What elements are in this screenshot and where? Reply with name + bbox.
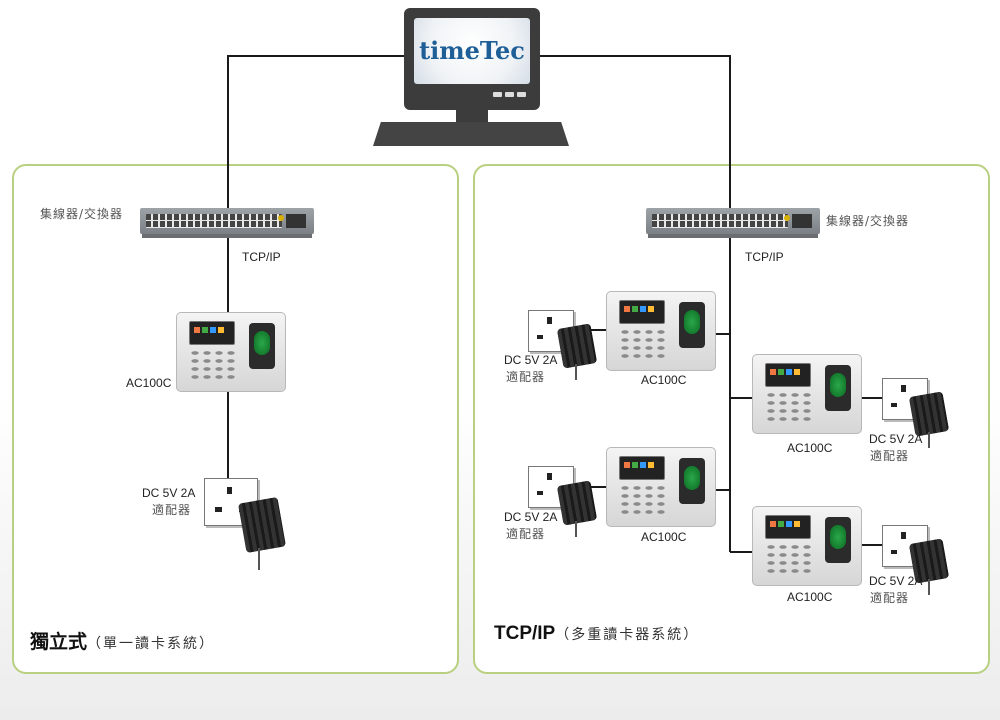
device-3-label: AC100C [641, 530, 687, 544]
left-terminal-device [176, 312, 286, 392]
power-1-label-cjk: 適配器 [506, 370, 546, 384]
monitor-buttons-icon [490, 84, 526, 102]
right-switch-label: 集線器/交換器 [826, 214, 910, 228]
left-network-switch-icon [140, 208, 314, 234]
terminal-device-4 [752, 506, 862, 586]
adapter-1-cable [575, 364, 577, 380]
device-4-label: AC100C [787, 590, 833, 604]
standalone-panel [12, 164, 459, 674]
left-subtitle: （單一讀卡系統） [87, 636, 216, 652]
brand-logo: timeTec [419, 36, 525, 65]
fingerprint-sensor-icon [825, 365, 851, 411]
left-tcpip-label: TCP/IP [242, 250, 281, 264]
left-adapter-cable [258, 548, 260, 570]
right-title-text: TCP/IP [494, 623, 556, 644]
adapter-2-cable [928, 432, 930, 448]
terminal-device-1 [606, 291, 716, 371]
fingerprint-sensor-icon [825, 517, 851, 563]
power-2-label-cjk: 適配器 [870, 449, 910, 463]
device-2-label: AC100C [787, 441, 833, 455]
right-network-switch-icon [646, 208, 820, 234]
monitor-stand [456, 110, 488, 124]
fingerprint-sensor-icon [679, 458, 705, 504]
left-power-label: DC 5V 2A [142, 486, 196, 500]
keyboard-icon [373, 122, 569, 146]
left-power-adapter-icon [237, 496, 287, 554]
power-1-label: DC 5V 2A [504, 353, 558, 367]
adapter-4-cable [928, 579, 930, 595]
left-switch-label: 集線器/交換器 [40, 207, 124, 221]
monitor-screen: timeTec [414, 18, 530, 84]
terminal-device-2 [752, 354, 862, 434]
server-to-right-switch-wire [540, 55, 731, 212]
power-4-label: DC 5V 2A [869, 574, 923, 588]
power-2-label: DC 5V 2A [869, 432, 923, 446]
left-power-label-cjk: 適配器 [152, 503, 192, 517]
right-subtitle: （多重讀卡器系統） [555, 627, 700, 643]
power-adapter-1-icon [556, 323, 598, 369]
power-adapter-3-icon [556, 480, 598, 526]
power-3-label-cjk: 適配器 [506, 527, 546, 541]
fingerprint-sensor-icon [679, 302, 705, 348]
right-tcpip-label: TCP/IP [745, 250, 784, 264]
left-panel-title: 獨立式（單一讀卡系統） [30, 627, 215, 654]
fingerprint-sensor-icon [249, 323, 275, 369]
device-1-label: AC100C [641, 373, 687, 387]
left-title-text: 獨立式 [30, 631, 88, 653]
terminal-device-3 [606, 447, 716, 527]
power-4-label-cjk: 適配器 [870, 591, 910, 605]
power-3-label: DC 5V 2A [504, 510, 558, 524]
left-device-label: AC100C [126, 376, 172, 390]
server-to-left-switch-wire [227, 55, 404, 212]
right-panel-title: TCP/IP（多重讀卡器系統） [494, 623, 699, 645]
power-adapter-2-icon [908, 391, 950, 437]
adapter-3-cable [575, 521, 577, 537]
server-monitor: timeTec [404, 8, 540, 110]
